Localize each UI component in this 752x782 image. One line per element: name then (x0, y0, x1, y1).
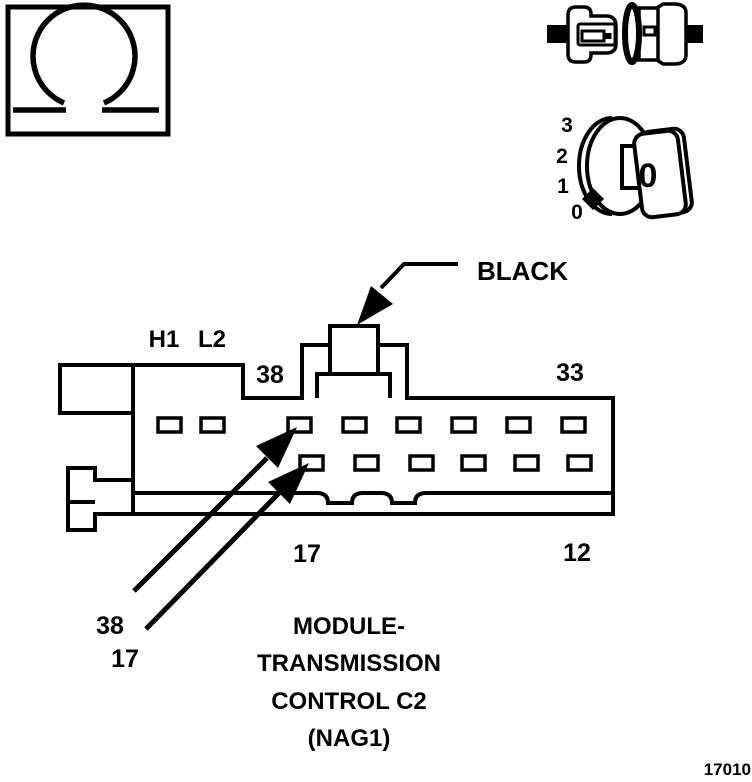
callout-label-17: 17 (111, 645, 139, 673)
caption-line-1: MODULE- (293, 613, 405, 640)
label-l2: L2 (198, 326, 226, 353)
omega-loop-icon (30, 2, 138, 106)
female-connector-shell (655, 2, 688, 66)
color-callout-arrowhead-icon (357, 286, 393, 325)
symbol-box (5, 4, 171, 137)
label-pin-12: 12 (563, 539, 591, 567)
pin-cavity-33 (560, 416, 587, 434)
inline-connector-icon (547, 2, 703, 66)
figure-number: 17010 (704, 760, 751, 779)
dial-plate (632, 128, 688, 220)
terminal-key-outline (580, 29, 612, 43)
pin-cavity-17 (298, 454, 325, 472)
pin-row-bottom (298, 454, 593, 472)
left-wire-stub (547, 25, 568, 43)
callout-label-38: 38 (96, 612, 124, 640)
lock-slot (642, 25, 657, 37)
pin-cavity-38 (286, 416, 313, 434)
dial-tick-label: 0 (571, 201, 583, 224)
pin-cavity (341, 416, 368, 434)
caption-line-4: (NAG1) (308, 725, 391, 752)
right-wire-stub (686, 25, 703, 43)
dial-pointer-diamond (582, 188, 604, 210)
dial-face-label: 0 (639, 157, 658, 195)
pin-cavity-12 (566, 454, 593, 472)
caption-line-3: CONTROL C2 (271, 688, 427, 715)
dial-tick-label: 1 (557, 175, 569, 198)
pin-row-top (156, 416, 587, 434)
seal-ring (622, 2, 642, 65)
callout-arrow-38-head-icon (256, 427, 297, 468)
pin-cavity (408, 454, 435, 472)
latch-tab-recess (315, 372, 392, 398)
pin-cavity (513, 454, 540, 472)
dial-tick-label: 2 (556, 145, 568, 168)
caption-line-2: TRANSMISSION (257, 650, 441, 677)
label-pin-38: 38 (256, 361, 284, 389)
rotary-dial-icon: 3 2 1 0 0 (556, 114, 694, 224)
pin-cavity (450, 416, 477, 434)
side-latch-outline (66, 466, 133, 532)
pin-cavity (199, 416, 226, 434)
pin-cavity (156, 416, 183, 434)
callout-arrow-17-shaft (144, 491, 281, 631)
callout-arrow-38-shaft (132, 456, 269, 593)
label-pin-17: 17 (293, 540, 321, 568)
color-callout-leader (379, 262, 458, 290)
latch-tab-sides (328, 345, 380, 374)
connector-face-diagram: H1 L2 38 33 17 12 (58, 324, 615, 568)
pin-cavity (505, 416, 532, 434)
pin-cavity (353, 454, 380, 472)
color-callout-label: BLACK (477, 256, 568, 286)
callout-arrow-17-head-icon (268, 463, 309, 504)
connector-caption: MODULE- TRANSMISSION CONTROL C2 (NAG1) (257, 613, 441, 752)
label-h1: H1 (149, 326, 180, 353)
bottom-rail-profile (133, 491, 612, 505)
component-symbol-legend (5, 2, 171, 137)
label-pin-33: 33 (556, 359, 584, 387)
dial-tick-label: 3 (561, 114, 573, 137)
pin-callouts: 38 17 (96, 427, 309, 673)
pin-cavity (460, 454, 487, 472)
terminal-cavity-outline (576, 22, 617, 47)
pin-cavity (395, 416, 422, 434)
dial-wheel-rim (577, 116, 613, 216)
color-callout: BLACK (357, 256, 568, 325)
